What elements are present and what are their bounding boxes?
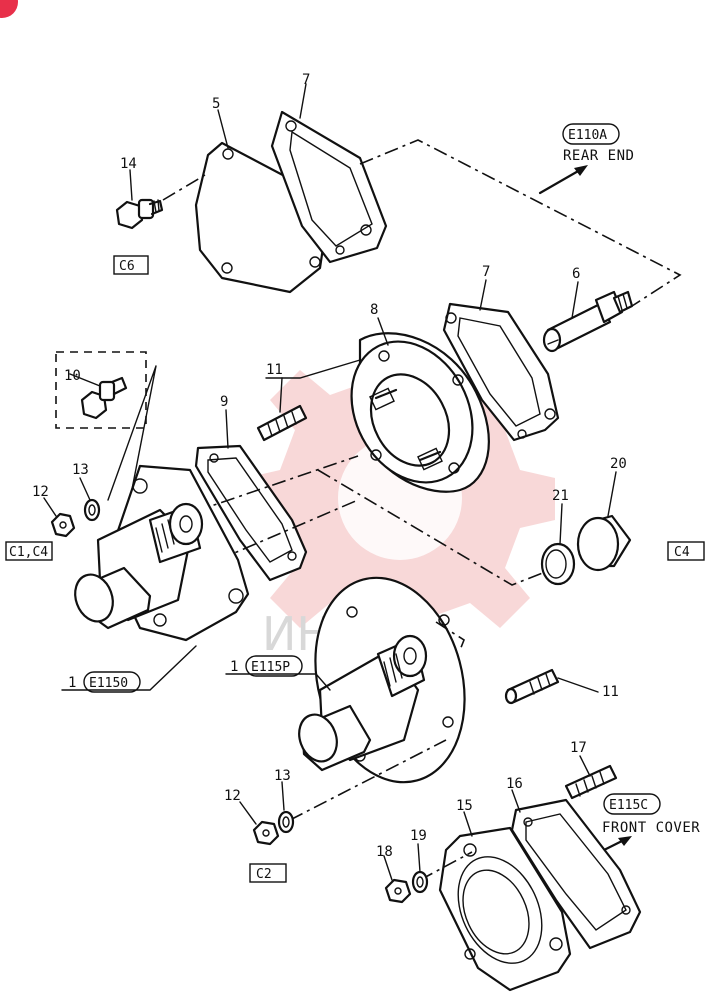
label-9: 9	[220, 394, 228, 410]
part-21-ring	[540, 542, 576, 586]
ref-e115c-oval	[603, 793, 661, 815]
ref-e1150-code: E1150	[89, 676, 128, 691]
box-c1c4	[5, 541, 53, 561]
dash-mid-3	[317, 469, 546, 586]
leader-13a	[79, 477, 91, 501]
dash-e115p	[435, 621, 465, 651]
leader-18	[383, 855, 393, 881]
label-6: 6	[572, 266, 580, 282]
part-18-nut	[384, 878, 412, 904]
ref-e1150-prefix: 1	[68, 675, 76, 691]
ref-e110a-code: E110A	[568, 128, 607, 143]
part-12-nut-upper	[50, 512, 76, 538]
part-7-gasket-mid	[442, 302, 560, 442]
dash-lower-1	[289, 739, 447, 821]
leader-11a	[265, 359, 361, 379]
ref-e115c-caption: FRONT COVER	[602, 820, 700, 836]
label-20: 20	[610, 456, 627, 472]
label-14: 14	[120, 156, 137, 172]
ref-e110a-caption: REAR END	[563, 148, 634, 164]
corner-badge	[0, 0, 18, 18]
dash-rear-end-path	[359, 139, 682, 307]
leader-8	[377, 317, 389, 346]
label-5: 5	[212, 96, 220, 112]
label-12a: 12	[32, 484, 49, 500]
part-14-bolt	[115, 198, 164, 230]
leader-11a-drop	[279, 377, 283, 413]
part-11-stud-lower	[504, 668, 560, 705]
label-16: 16	[506, 776, 523, 792]
part-1-pump-e1150	[74, 464, 250, 642]
label-11b: 11	[602, 684, 619, 700]
box-c2	[249, 863, 287, 883]
part-1-pump-e115p	[298, 576, 466, 784]
leader-16	[511, 789, 521, 813]
label-10: 10	[64, 368, 81, 384]
leader-21	[559, 503, 563, 545]
part-17-stud	[564, 764, 618, 800]
label-8: 8	[370, 302, 378, 318]
leader-12a	[43, 497, 57, 517]
leader-9	[225, 409, 229, 449]
leader-7b	[479, 279, 487, 311]
leader-5	[217, 109, 229, 149]
leader-6	[571, 281, 579, 319]
box-c4	[667, 541, 705, 561]
box-c6	[113, 255, 149, 275]
leader-19	[417, 843, 421, 873]
ref-e115p-prefix: 1	[230, 659, 238, 675]
box-c2-text: C2	[256, 867, 272, 882]
leader-11b	[557, 677, 599, 693]
part-19-washer	[411, 870, 429, 894]
box-c1c4-text: C1,C4	[9, 545, 48, 560]
optional-box-10	[55, 351, 147, 429]
label-19: 19	[410, 828, 427, 844]
label-12b: 12	[224, 788, 241, 804]
ref-e115p-oval	[245, 655, 303, 677]
ref-e1150-oval	[83, 671, 141, 693]
part-6-fitting	[542, 290, 634, 353]
label-11a: 11	[266, 362, 283, 378]
label-7b: 7	[482, 264, 490, 280]
part-10-bolt	[80, 376, 128, 420]
ref-e115p-code: E115P	[251, 660, 290, 675]
label-13b: 13	[274, 768, 291, 784]
dash-lower-2	[419, 851, 473, 881]
label-13a: 13	[72, 462, 89, 478]
part-12-nut-lower	[252, 820, 280, 846]
label-7a: 7	[302, 72, 310, 88]
label-17: 17	[570, 740, 587, 756]
box-c4-text: C4	[674, 545, 690, 560]
leader-e1150	[61, 645, 197, 691]
leader-17	[579, 755, 591, 777]
leader-13b	[281, 781, 285, 811]
ref-e110a-oval	[562, 123, 620, 145]
part-13-washer-upper	[83, 498, 101, 522]
part-20-cap	[576, 514, 632, 572]
leader-14b	[129, 169, 133, 201]
part-11-stud-upper	[256, 404, 308, 442]
label-21: 21	[552, 488, 569, 504]
part-13-washer-lower	[277, 810, 295, 834]
leader-e115p	[225, 673, 331, 691]
part-15-front-cover	[438, 826, 572, 992]
ref-e115c-code: E115C	[609, 798, 648, 813]
part-9-gasket	[194, 444, 308, 582]
box-c6-text: C6	[119, 259, 135, 274]
leader-10	[69, 373, 101, 387]
leader-14	[162, 174, 206, 201]
leader-12b	[239, 801, 257, 825]
part-8-flange	[350, 332, 490, 493]
leader-7a	[299, 83, 307, 119]
leader-20	[607, 471, 617, 517]
leader-15	[463, 811, 473, 837]
label-18: 18	[376, 844, 393, 860]
label-15: 15	[456, 798, 473, 814]
part-7-gasket-rear	[270, 110, 388, 264]
arrow-rear-end	[538, 168, 582, 195]
